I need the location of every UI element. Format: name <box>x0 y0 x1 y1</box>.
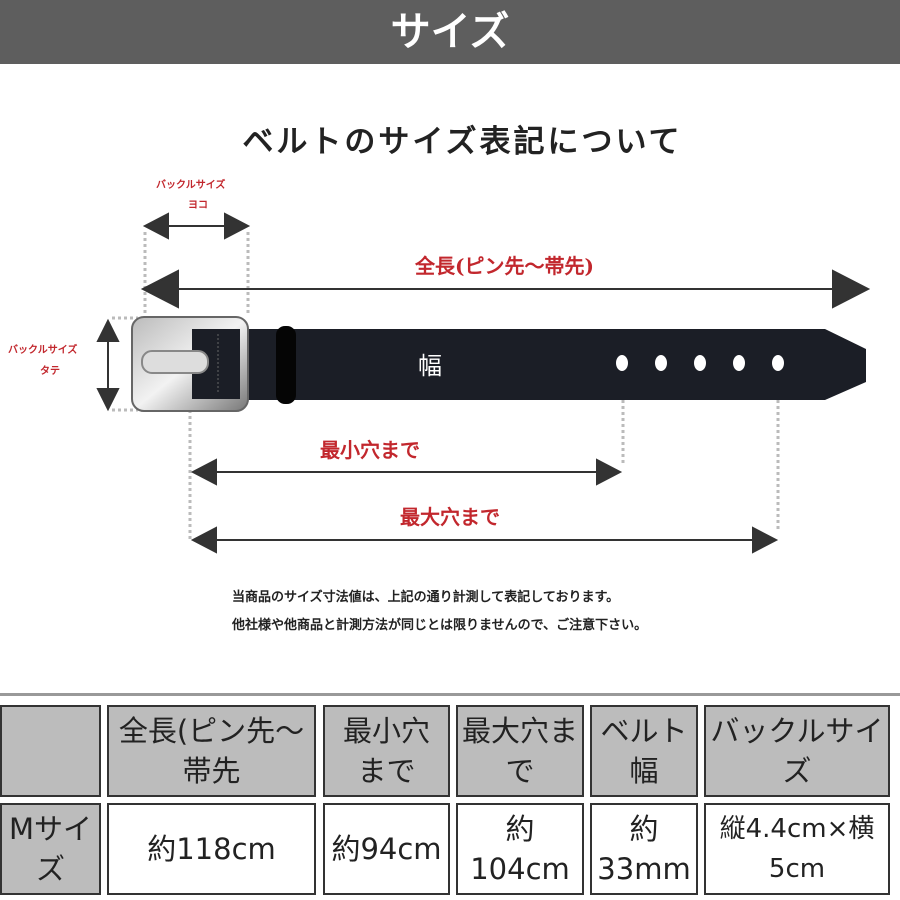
total-length-label: 全長(ピン先～帯先) <box>415 254 594 278</box>
belt-width-label: 幅 <box>418 352 442 380</box>
header-title: サイズ <box>0 0 900 64</box>
belt-size-diagram: ベルトのサイズ表記について バックルサイズ ヨコ バックルサイズ タテ 全長(ピ… <box>0 64 900 684</box>
size-table: 全長(ピン先～帯先 最小穴まで 最大穴まで ベルト幅 バックルサイズ Mサイズ … <box>0 693 900 900</box>
buckle-height-label: バックルサイズ <box>8 345 78 356</box>
diagram-title: ベルトのサイズ表記について <box>242 124 683 160</box>
table-header-cell: 全長(ピン先～帯先 <box>107 705 316 797</box>
table-header-cell <box>0 705 101 797</box>
table-row-label: Mサイズ <box>0 803 101 895</box>
note-line-2: 他社様や他商品と計測方法が同じとは限りませんので、ご注意下さい。 <box>232 618 648 633</box>
max-hole-label: 最大穴まで <box>400 505 500 529</box>
buckle-width-sub: ヨコ <box>188 200 208 211</box>
buckle-height-sub: タテ <box>40 366 60 377</box>
table-header-cell: バックルサイズ <box>704 705 890 797</box>
table-cell: 約33mm <box>590 803 698 895</box>
buckle-width-label: バックルサイズ <box>156 180 226 191</box>
table-cell: 約94cm <box>323 803 450 895</box>
min-hole-label: 最小穴まで <box>320 438 420 462</box>
table-header-cell: 最大穴まで <box>456 705 584 797</box>
table-cell: 約118cm <box>107 803 316 895</box>
table-header-cell: ベルト幅 <box>590 705 698 797</box>
belt-illustration <box>96 212 871 554</box>
table-header-cell: 最小穴まで <box>323 705 450 797</box>
table-cell: 約104cm <box>456 803 584 895</box>
note-line-1: 当商品のサイズ寸法値は、上記の通り計測して表記しております。 <box>232 590 620 605</box>
table-cell: 縦4.4cm×横5cm <box>704 803 890 895</box>
